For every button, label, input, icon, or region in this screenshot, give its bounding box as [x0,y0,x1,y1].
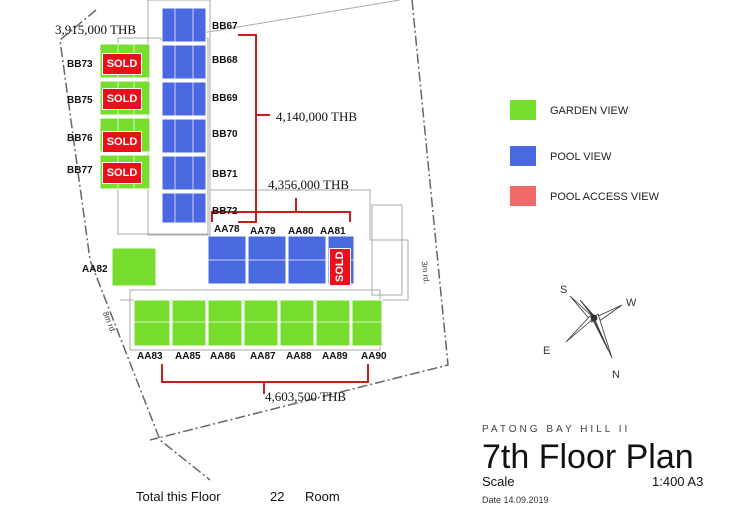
unit-label-bb70: BB70 [212,129,238,140]
price-brackets [161,34,369,394]
price-aa78-81: 4,356,000 THB [268,177,350,192]
sold-badge-bb73: SOLD [102,53,142,75]
legend-swatch-garden [510,100,536,120]
unit-label-bb71: BB71 [212,169,238,180]
unit-label-bb73: BB73 [67,59,93,70]
compass-e: E [543,345,551,357]
legend-swatch-pool-access [510,186,536,206]
scale-label: Scale [482,474,515,489]
legend-label-pool: POOL VIEW [550,151,612,163]
total-unit: Room [305,489,340,504]
bb67-72-blue-units [161,7,207,224]
unit-label-aa78: AA78 [214,224,240,235]
unit-label-bb67: BB67 [212,21,238,32]
sold-badge-bb76: SOLD [102,131,142,153]
unit-label-aa80: AA80 [288,226,314,237]
unit-label-aa83: AA83 [137,351,163,362]
compass-s: S [560,284,568,296]
site-boundary [59,0,449,481]
project-name: PATONG BAY HILL II [482,424,631,435]
legend-swatch-pool [510,146,536,166]
legend-label-pool-access: POOL ACCESS VIEW [550,191,660,203]
unit-label-bb77: BB77 [67,165,93,176]
unit-label-bb75: BB75 [67,95,93,106]
total-count: 22 [270,489,285,504]
sold-badge-bb77: SOLD [102,162,142,184]
unit-label-aa81: AA81 [320,226,346,237]
price-bb73-group: 3,915,000 THB [55,22,137,37]
total-label: Total this Floor [136,489,221,504]
compass-n: N [612,369,620,381]
unit-label-bb68: BB68 [212,55,238,66]
price-bb67-72: 4,140,000 THB [276,109,358,124]
unit-label-aa88: AA88 [286,351,312,362]
legend-label-garden: GARDEN VIEW [550,105,629,117]
unit-label-aa82: AA82 [82,264,108,275]
unit-label-bb76: BB76 [67,133,93,144]
unit-label-aa86: AA86 [210,351,236,362]
compass-rose [565,295,623,359]
unit-label-aa79: AA79 [250,226,276,237]
aa83-90-green-units [133,299,383,347]
scale-value: 1:400 A3 [652,474,704,489]
sold-badge-aa81: SOLD [329,248,351,286]
aa82-green-unit [111,247,157,287]
unit-label-aa90: AA90 [361,351,387,362]
unit-label-bb69: BB69 [212,93,238,104]
compass-w: W [626,297,637,309]
unit-label-aa89: AA89 [322,351,348,362]
page-title: 7th Floor Plan [482,438,694,476]
sold-badge-bb75: SOLD [102,88,142,110]
date-line: Date 14.09.2019 [482,495,549,505]
unit-label-aa85: AA85 [175,351,201,362]
unit-label-bb72: BB72 [212,206,238,217]
unit-label-aa87: AA87 [250,351,276,362]
price-aa83-90: 4,603,500 THB [265,389,347,404]
